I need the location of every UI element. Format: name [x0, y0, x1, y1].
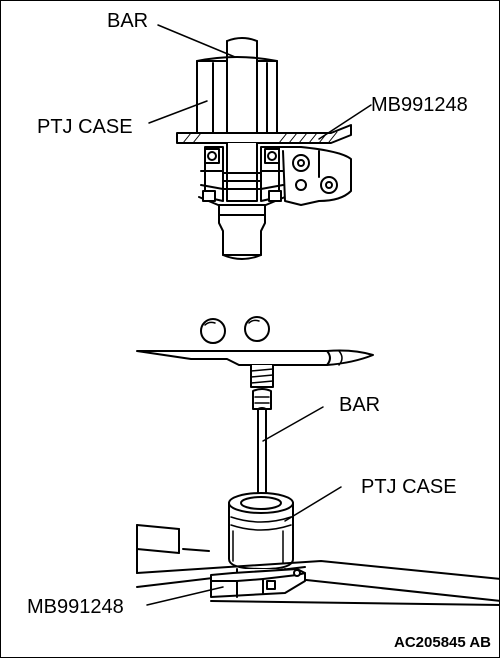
top-lower-housing: [198, 142, 286, 208]
bottom-leaders: [146, 406, 342, 606]
top-tool-label: MB991248: [371, 94, 468, 116]
top-plate-tool: [176, 124, 352, 144]
top-illustration: [148, 24, 372, 260]
figure-code: AC205845 AB: [394, 634, 491, 651]
top-bar-shaft: [226, 37, 258, 142]
bottom-ptj-case-label: PTJ CASE: [361, 476, 457, 498]
top-ptj-case-label: PTJ CASE: [37, 116, 133, 138]
top-ptj-case: [196, 56, 278, 142]
top-bar-lower: [218, 204, 266, 260]
bottom-bar: [257, 407, 267, 500]
bottom-tool-block: [210, 568, 306, 598]
bottom-balls: [200, 316, 270, 344]
bottom-bar-label: BAR: [339, 394, 381, 416]
bottom-spring: [250, 364, 274, 410]
top-bar-label: BAR: [107, 10, 149, 32]
bottom-press-arm: [136, 349, 374, 366]
bottom-table: [136, 524, 500, 606]
bottom-tool-label: MB991248: [27, 596, 124, 618]
bottom-ptj-case: [228, 492, 294, 579]
top-leaders: [148, 24, 372, 140]
top-bracket: [278, 146, 352, 206]
